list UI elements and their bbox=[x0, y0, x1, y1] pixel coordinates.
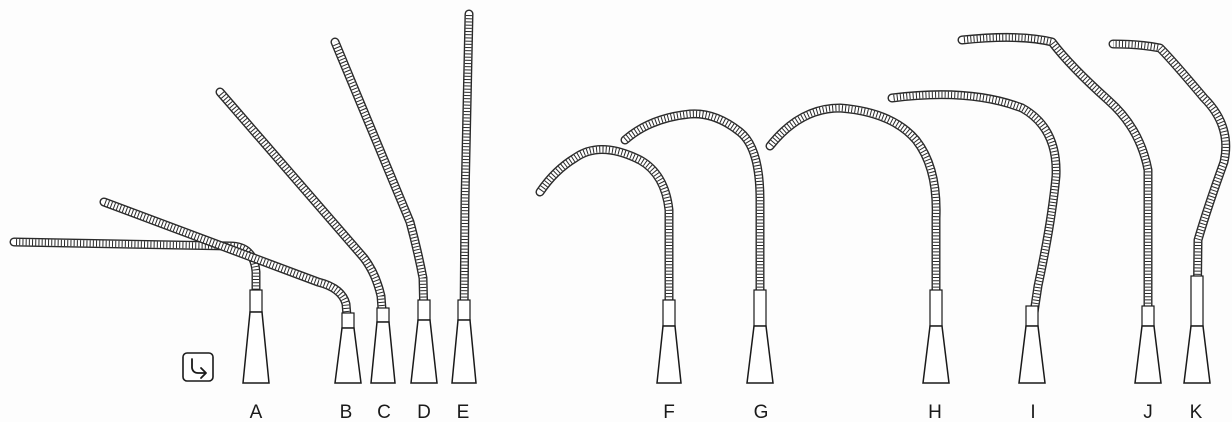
label-e: E bbox=[457, 402, 470, 422]
neck-j bbox=[1142, 306, 1154, 326]
tube-b bbox=[104, 202, 348, 328]
label-c: C bbox=[377, 402, 391, 422]
tube-core-f bbox=[540, 149, 669, 326]
tube-core-b bbox=[104, 202, 348, 328]
neck-i bbox=[1026, 306, 1038, 326]
base-k bbox=[1184, 326, 1210, 383]
tube-core-i bbox=[892, 95, 1056, 326]
tube-a bbox=[14, 242, 256, 312]
label-g: G bbox=[754, 402, 769, 422]
label-h: H bbox=[928, 402, 942, 422]
tubes-group bbox=[14, 14, 1226, 328]
neck-g bbox=[754, 290, 766, 326]
base-h bbox=[923, 326, 949, 383]
base-b bbox=[335, 328, 361, 383]
labels-group: A B C D E F G H I J K bbox=[250, 402, 1203, 422]
base-a bbox=[243, 312, 269, 383]
base-j bbox=[1135, 326, 1161, 383]
neck-h bbox=[930, 290, 942, 326]
tube-c bbox=[220, 92, 383, 322]
base-c bbox=[371, 322, 395, 383]
label-d: D bbox=[417, 402, 431, 422]
label-b: B bbox=[340, 402, 353, 422]
tube-k bbox=[1113, 44, 1226, 326]
tube-f bbox=[540, 149, 669, 326]
tube-rings-g bbox=[625, 114, 760, 326]
base-f bbox=[657, 326, 681, 383]
tube-rings-b bbox=[104, 202, 348, 328]
label-f: F bbox=[663, 402, 675, 422]
label-j: J bbox=[1143, 402, 1153, 422]
neck-c bbox=[377, 308, 389, 322]
tube-g bbox=[625, 114, 760, 326]
base-i bbox=[1019, 326, 1045, 383]
bend-arrow-icon bbox=[183, 353, 213, 381]
base-g bbox=[747, 326, 773, 383]
base-d bbox=[411, 320, 437, 383]
tube-h bbox=[770, 108, 936, 326]
label-a: A bbox=[250, 402, 263, 422]
tube-rings-f bbox=[540, 149, 669, 326]
neck-e bbox=[458, 300, 470, 320]
base-e bbox=[452, 320, 476, 383]
neck-b bbox=[342, 313, 354, 328]
label-i: I bbox=[1030, 402, 1035, 422]
tube-rings-i bbox=[892, 95, 1056, 326]
tube-rings-a bbox=[14, 242, 256, 312]
neck-d bbox=[418, 300, 430, 320]
tube-i bbox=[892, 95, 1056, 326]
tube-rings-k bbox=[1113, 44, 1226, 326]
tube-core-a bbox=[14, 242, 256, 312]
label-k: K bbox=[1190, 402, 1203, 422]
tube-core-k bbox=[1113, 44, 1226, 326]
neck-f bbox=[663, 300, 675, 326]
tube-core-g bbox=[625, 114, 760, 326]
neck-a bbox=[250, 290, 262, 312]
neck-k bbox=[1191, 276, 1203, 326]
bases-group bbox=[243, 276, 1210, 383]
